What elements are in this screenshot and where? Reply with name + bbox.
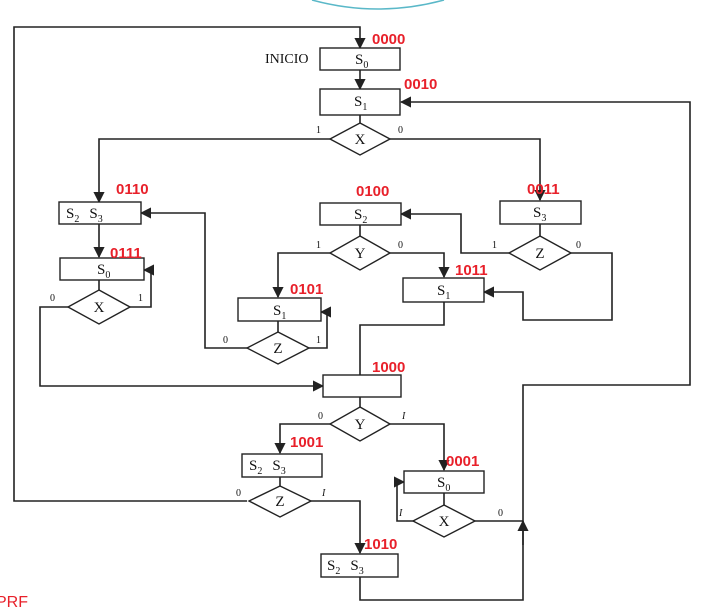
svg-text:S1: S1 — [273, 303, 286, 322]
svg-text:1: 1 — [138, 293, 143, 304]
wire-return-right — [359, 96, 691, 601]
svg-text:X: X — [94, 300, 105, 316]
corner-text: PRF — [0, 594, 28, 611]
decision-z-mid: Z 0 1 — [223, 331, 321, 365]
svg-text:S0: S0 — [437, 475, 450, 494]
svg-text:I: I — [321, 488, 326, 499]
state-s1-mid: S1 0101 — [237, 281, 323, 322]
state-s2-mid: S2 0100 — [319, 183, 402, 226]
svg-text:1: 1 — [492, 240, 497, 251]
svg-text:S2: S2 — [354, 207, 367, 226]
wire-s1right-empty — [359, 302, 445, 375]
wire-zmid-1 — [309, 306, 332, 349]
header-arc — [311, 0, 445, 10]
svg-text:1: 1 — [316, 335, 321, 346]
state-s1-top: S1 0010 — [319, 76, 437, 116]
state-code: 0101 — [290, 281, 323, 298]
svg-text:0: 0 — [223, 335, 228, 346]
wire-loop-outer-left — [13, 26, 366, 502]
svg-text:0: 0 — [576, 240, 581, 251]
state-code: 1000 — [372, 359, 405, 376]
wire-y-0 — [390, 252, 450, 279]
state-code: 1010 — [364, 536, 397, 553]
svg-text:X: X — [355, 132, 366, 148]
state-code: 0100 — [356, 183, 389, 200]
state-code: 0001 — [446, 453, 479, 470]
state-s1-right: S1 1011 — [402, 262, 488, 303]
start-label: INICIO — [265, 52, 309, 67]
svg-text:S1: S1 — [437, 283, 450, 302]
state-code: 0010 — [404, 76, 437, 93]
wire-zmid-0 — [139, 207, 247, 349]
svg-text:S3: S3 — [533, 205, 546, 224]
svg-text:1: 1 — [316, 125, 321, 136]
state-s0-top: S0 0000 — [319, 31, 405, 71]
svg-text:0: 0 — [398, 240, 403, 251]
svg-text:Z: Z — [275, 494, 284, 510]
wire-xleft-1 — [130, 264, 155, 308]
state-s3-right: S3 0011 — [499, 181, 582, 225]
wire-zlow-i — [311, 500, 366, 555]
decision-y-low: Y 0 I — [318, 406, 406, 442]
wire-xleft-0 — [39, 306, 325, 392]
decision-z-right: Z 1 0 — [492, 235, 581, 271]
decision-x-top: X 1 0 — [316, 122, 403, 156]
wire-zright-1 — [399, 208, 509, 254]
svg-text:1: 1 — [316, 240, 321, 251]
svg-text:S0: S0 — [97, 262, 110, 281]
svg-text:I: I — [398, 508, 403, 519]
svg-text:0: 0 — [398, 125, 403, 136]
svg-text:Z: Z — [273, 341, 282, 357]
wire-ylow-i — [390, 423, 450, 472]
wire-xlow-i — [393, 476, 415, 522]
decision-z-low: Z 0 I — [236, 485, 326, 518]
state-code: 0110 — [116, 181, 149, 198]
decisions: X 1 0 Y 1 0 Z 1 0 X 0 1 Z 0 1 — [50, 122, 581, 538]
svg-text:X: X — [439, 514, 450, 530]
svg-text:Y: Y — [355, 417, 366, 433]
svg-text:0: 0 — [236, 488, 241, 499]
svg-text:I: I — [401, 411, 406, 422]
state-empty: 1000 — [322, 359, 405, 398]
state-code: 0000 — [372, 31, 405, 48]
state-s0-left: S0 0111 — [59, 245, 145, 281]
svg-text:Z: Z — [535, 246, 544, 262]
state-s0-low: S0 0001 — [403, 453, 485, 494]
svg-text:Y: Y — [355, 246, 366, 262]
decision-x-left: X 0 1 — [50, 289, 143, 325]
svg-text:0: 0 — [318, 411, 323, 422]
decision-x-low: X I 0 — [398, 504, 503, 538]
state-code: 1011 — [455, 262, 488, 279]
wire-zright-0 — [482, 252, 613, 321]
svg-text:0: 0 — [498, 508, 503, 519]
wire-ylow-0 — [274, 423, 330, 455]
state-code: 0011 — [527, 181, 560, 198]
svg-text:S0: S0 — [355, 52, 368, 71]
svg-text:S1: S1 — [354, 94, 367, 113]
decision-y-mid: Y 1 0 — [316, 235, 403, 271]
wire-y-1 — [272, 252, 330, 299]
wire-x-0 — [390, 138, 546, 202]
state-code: 1001 — [290, 434, 323, 451]
svg-text:0: 0 — [50, 293, 55, 304]
wire-x-1 — [93, 138, 330, 204]
state-code: 0111 — [110, 245, 142, 262]
connections — [13, 26, 691, 601]
